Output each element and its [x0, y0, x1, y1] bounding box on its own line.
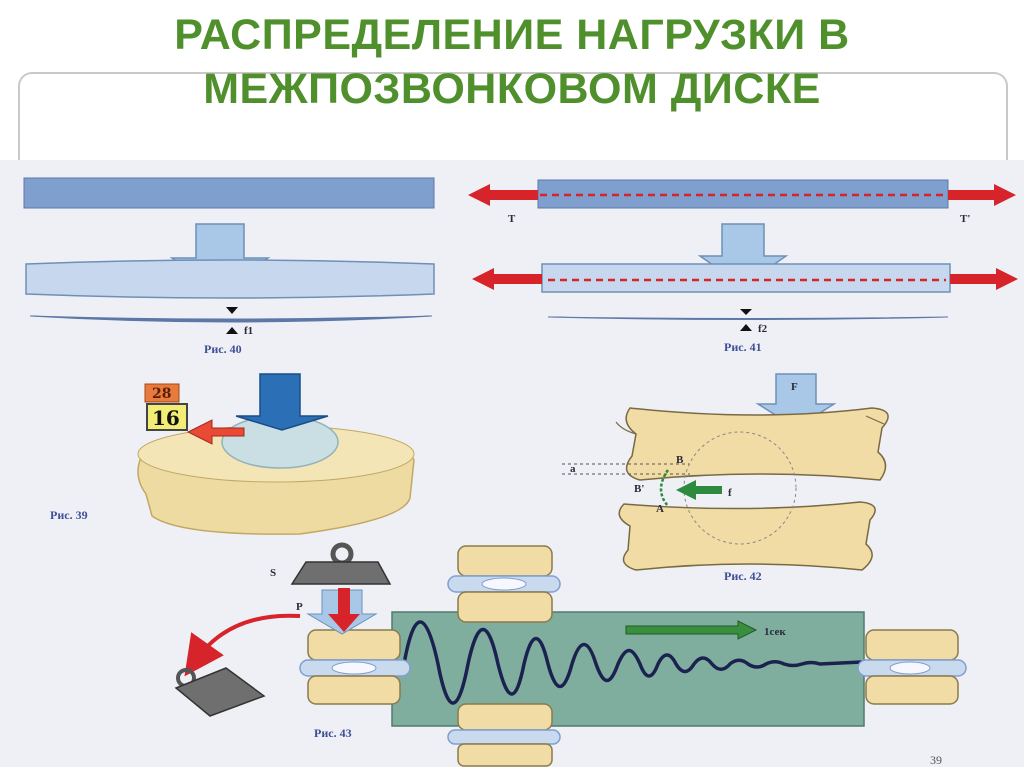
fig43-push-arrow-red	[328, 588, 360, 632]
fig40-marker-bottom	[226, 327, 238, 334]
fig41-caption: Рис. 41	[724, 340, 762, 354]
fig42-rotation-arc	[659, 469, 670, 507]
fig42-caption: Рис. 42	[724, 569, 762, 583]
fig43-time-arrow	[625, 620, 758, 640]
fig41-marker-bottom	[740, 324, 752, 331]
fig43-weight-fallen	[174, 667, 266, 717]
figure-41: T T' f2 Рис. 41	[468, 179, 1018, 354]
fig40-caption: Рис. 40	[204, 342, 242, 356]
fig42-force-label: F	[791, 381, 798, 393]
fig41-marker-top	[740, 309, 752, 315]
fig43-oscillation-wave	[402, 620, 863, 705]
fig39-lateral-arrow	[186, 419, 245, 445]
fig42-label-f: f	[728, 487, 732, 499]
fig43-push-label: P	[296, 601, 303, 613]
fig42-upper-vertebra-edge	[615, 415, 885, 435]
fig40-deflection-label: f1	[244, 325, 253, 337]
slide-title: РАСПРЕДЕЛЕНИЕ НАГРУЗКИ В МЕЖПОЗВОНКОВОМ …	[0, 8, 1024, 116]
disk-load-diagram: f1 Рис. 40 T T' f2 Рис. 41 28 16 Рис. 39	[0, 160, 1024, 767]
fig41-tension-arrow-right-top	[948, 184, 1016, 206]
fig42-label-b-prime: B'	[634, 483, 644, 495]
fig41-tension-right-label: T'	[960, 213, 970, 225]
fig41-plate-top	[537, 179, 949, 209]
fig43-caption: Рис. 43	[314, 726, 352, 740]
fig41-deflection-label: f2	[758, 323, 768, 335]
title-line-2: МЕЖПОЗВОНКОВОМ ДИСКЕ	[203, 65, 821, 113]
fig41-tension-arrow-left-bottom	[472, 268, 542, 290]
fig39-caption: Рис. 39	[50, 508, 88, 522]
fig43-time-label: 1сек	[764, 626, 786, 638]
title-frame	[18, 72, 1008, 184]
page-number: 39	[930, 753, 942, 767]
fig42-upper-vertebra	[625, 407, 889, 481]
fig40-marker-top	[226, 307, 238, 314]
fig39-load-arrow	[235, 373, 329, 431]
fig39-badge-top-text: 28	[152, 386, 171, 402]
fig39-badge-bottom-text: 16	[152, 406, 180, 430]
fig42-label-a-bottom: A	[656, 503, 664, 515]
fig40-bent-plate	[25, 259, 435, 299]
title-line-1: РАСПРЕДЕЛЕНИЕ НАГРУЗКИ В	[174, 11, 850, 59]
fig43-vertebra-stack-right	[857, 629, 967, 705]
fig41-tension-arrow-left-top	[468, 184, 538, 206]
fig41-deflection-line	[547, 316, 949, 320]
fig43-weight	[290, 542, 392, 585]
fig43-vertebra-stack-top	[447, 545, 561, 623]
figure-39: 28 16 Рис. 39	[50, 373, 415, 535]
fig41-tension-left-label: T	[508, 213, 516, 225]
fig42-lower-vertebra	[618, 501, 876, 571]
fig41-tension-arrow-right-bottom	[950, 268, 1018, 290]
fig42-label-b: B	[676, 454, 684, 466]
fig41-bent-plate	[541, 263, 951, 293]
fig39-badge-top	[144, 383, 180, 403]
figure-42: F a B B' A f Рис. 42	[562, 373, 889, 583]
fig40-deflection-line	[29, 315, 433, 323]
fig42-shear-arrow	[676, 480, 722, 500]
fig43-vertebra-stack-left	[299, 629, 411, 705]
fig43-vertebra-stack-bottom	[447, 703, 561, 767]
fig43-weight-label: S	[270, 567, 276, 579]
figure-40: f1 Рис. 40	[23, 177, 435, 356]
figure-43: 1сек S	[174, 542, 967, 767]
fig40-plate-top	[23, 177, 435, 209]
fig42-label-a: a	[570, 463, 576, 475]
fig39-badge-bottom	[146, 403, 188, 431]
fig43-throw-arrow	[184, 613, 301, 677]
